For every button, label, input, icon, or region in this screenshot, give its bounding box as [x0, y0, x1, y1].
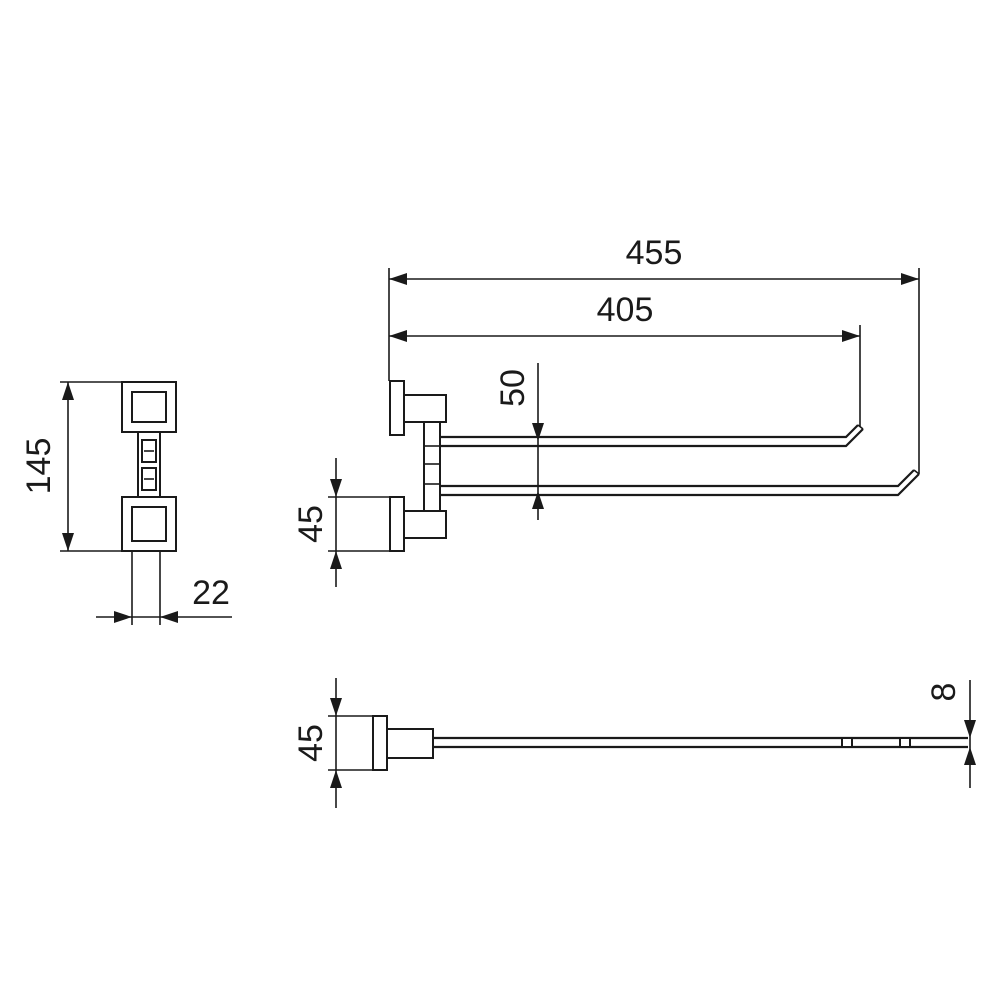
top-rod-mark-1 — [841, 737, 853, 748]
dim-8-label: 8 — [925, 683, 963, 702]
dim-145-arrow-bottom — [62, 533, 74, 551]
dim-45-top-arrow-bottom — [330, 770, 342, 788]
front-lower-mount-cylinder — [403, 510, 447, 539]
front-upper-wall-plate — [389, 380, 405, 436]
dim-455-label: 455 — [626, 234, 683, 272]
dim-45-front-arrow-bottom — [330, 551, 342, 569]
dim-22-arrow-left — [114, 611, 132, 623]
dim-455-arrow-right — [901, 273, 919, 285]
dim-405-arrow-right — [842, 330, 860, 342]
front-hinge-column — [423, 421, 441, 512]
front-upper-mount-cylinder — [403, 394, 447, 423]
dim-145-label: 145 — [20, 438, 58, 495]
dim-45-top-arrow-top — [330, 698, 342, 716]
side-view: 145 22 — [20, 381, 232, 625]
front-lower-arm-top — [440, 469, 915, 488]
dim-22-label: 22 — [192, 574, 230, 612]
top-mount-cylinder — [386, 728, 434, 759]
dim-50-label: 50 — [494, 369, 532, 407]
front-view: 455 405 50 45 — [292, 234, 920, 587]
dim-455-arrow-left — [389, 273, 407, 285]
dim-50-arrow-top — [532, 423, 544, 441]
dim-405-label: 405 — [597, 291, 654, 329]
dim-405-arrow-left — [389, 330, 407, 342]
front-upper-arm-top — [440, 424, 859, 439]
front-upper-arm-bottom — [440, 428, 864, 448]
top-view: 45 8 — [292, 678, 976, 808]
dim-45-front-label: 45 — [292, 505, 330, 543]
dim-8-arrow-top — [964, 720, 976, 738]
dim-50-arrow-bottom — [532, 491, 544, 509]
front-lower-arm-bottom — [440, 473, 920, 497]
top-rod-mark-2 — [899, 737, 911, 748]
dim-22-arrow-right — [160, 611, 178, 623]
dim-45-top-label: 45 — [292, 724, 330, 762]
dim-8-arrow-bottom — [964, 747, 976, 765]
side-lower-block-inner — [131, 506, 167, 542]
top-wall-plate — [372, 715, 388, 771]
dim-45-front-arrow-top — [330, 479, 342, 497]
front-lower-wall-plate — [389, 496, 405, 552]
dim-145-arrow-top — [62, 382, 74, 400]
front-lower-arm-tip — [913, 469, 920, 475]
side-upper-block-inner — [131, 391, 167, 423]
